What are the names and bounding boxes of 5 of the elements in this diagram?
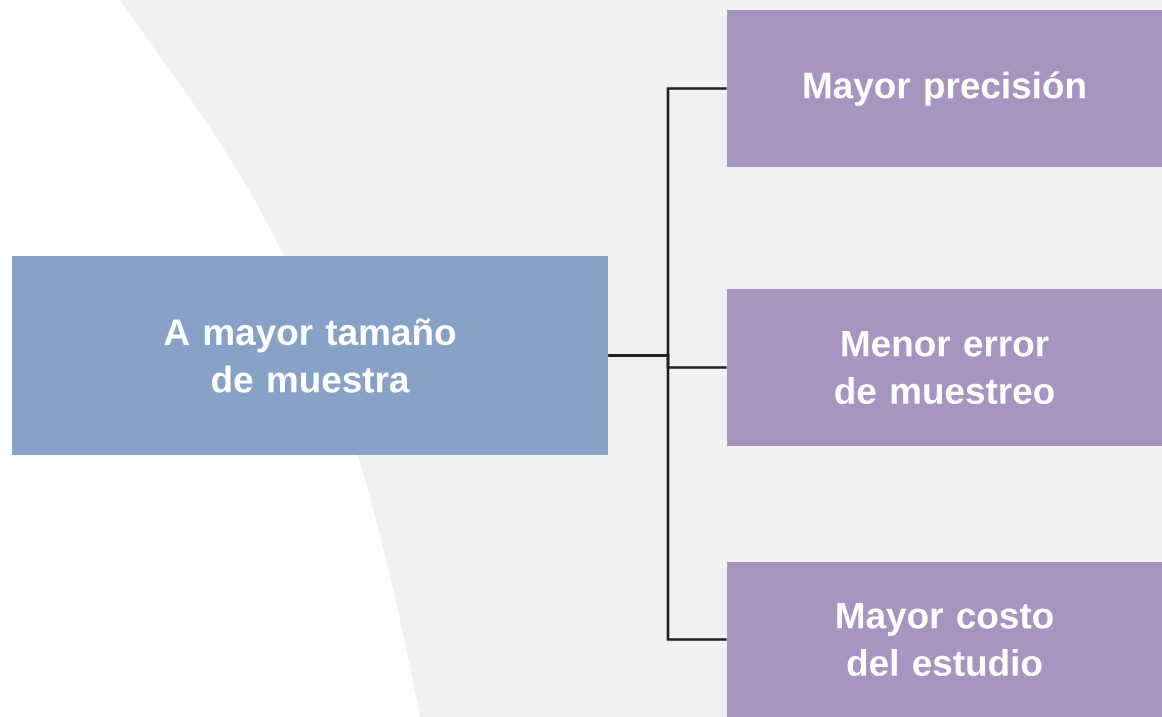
process-box: Mayor costo del estudio bbox=[727, 562, 1162, 717]
process-box: Mayor precisión bbox=[727, 10, 1162, 167]
process-box: A mayor tamaño de muestra bbox=[12, 256, 608, 455]
connector-line bbox=[608, 354, 727, 641]
process-box: Menor error de muestreo bbox=[727, 289, 1162, 446]
